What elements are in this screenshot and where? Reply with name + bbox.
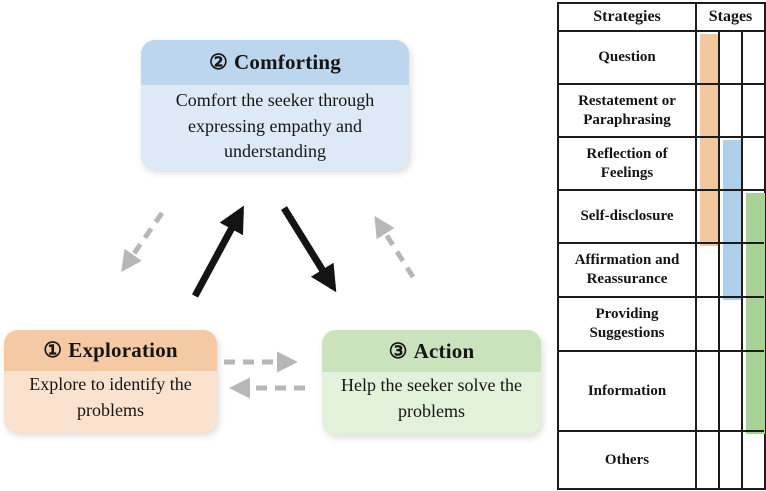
action-title: Action (413, 338, 475, 363)
stage-cell-exploration (697, 138, 720, 189)
comforting-title: Comforting (234, 50, 341, 74)
stage-cell-comforting (720, 244, 743, 296)
stage-cell-action (743, 32, 764, 83)
table-row-reflection: Reflection of Feelings (559, 138, 764, 191)
exploration-box-header: ① Exploration (4, 330, 217, 371)
strategies-header: Strategies (559, 4, 697, 30)
stage-cell-action (743, 244, 764, 296)
stage-cell-action (743, 85, 764, 136)
stage-cell-comforting (720, 352, 743, 430)
table-row-question: Question (559, 32, 764, 85)
stage-cell-comforting (720, 32, 743, 83)
stage-cell-action (743, 298, 764, 350)
stage-cell-comforting (720, 432, 743, 488)
stage-bar-exploration (700, 34, 720, 246)
stage-cell-action (743, 138, 764, 189)
strategy-label: Question (559, 32, 697, 83)
strategies-table: Strategies Stages Question Restatement o… (557, 2, 766, 490)
table-row-affirmation: Affirmation and Reassurance (559, 244, 764, 298)
strategy-label: Information (559, 352, 697, 430)
arrow-comforting-to-action (281, 206, 337, 293)
strategy-label: Providing Suggestions (559, 298, 697, 350)
stage-cell-exploration (697, 32, 720, 83)
table-row-restatement: Restatement or Paraphrasing (559, 85, 764, 138)
table-row-others: Others (559, 432, 764, 488)
stage-cell-action (743, 432, 764, 488)
arrow-exploration-to-comforting (191, 205, 245, 298)
strategy-label: Reflection of Feelings (559, 138, 697, 189)
exploration-title: Exploration (68, 338, 178, 362)
strategy-label: Self-disclosure (559, 191, 697, 242)
action-box-header: ③ Action (322, 330, 541, 372)
exploration-description: Explore to identify the problems (29, 374, 192, 420)
arrow-action-to-comforting-dashed (374, 215, 416, 279)
comforting-box-header: ② Comforting (141, 40, 409, 85)
exploration-box: ① Exploration Explore to identify the pr… (4, 330, 217, 433)
table-header-row: Strategies Stages (559, 4, 764, 32)
stage-bar-comforting (723, 140, 742, 300)
stage-cell-comforting (720, 298, 743, 350)
stage-cell-exploration (697, 432, 720, 488)
stage-cell-exploration (697, 85, 720, 136)
stage-cell-exploration (697, 298, 720, 350)
comforting-box: ② Comforting Comfort the seeker through … (141, 40, 409, 170)
stage-cell-exploration (697, 244, 720, 296)
stage-cell-exploration (697, 191, 720, 242)
stage-cell-comforting (720, 138, 743, 189)
stages-header: Stages (708, 8, 753, 25)
strategy-label: Others (559, 432, 697, 488)
stage-cell-exploration (697, 352, 720, 430)
comforting-number: ② (208, 50, 229, 74)
strategy-label: Restatement or Paraphrasing (559, 85, 697, 136)
strategy-label: Affirmation and Reassurance (559, 244, 697, 296)
arrow-comforting-to-exploration-dashed (121, 211, 165, 273)
stage-cell-action (743, 352, 764, 430)
stage-cell-action (743, 191, 764, 242)
table-row-information: Information (559, 352, 764, 432)
action-number: ③ (388, 338, 408, 363)
action-box: ③ Action Help the seeker solve the probl… (322, 330, 541, 435)
table-row-self-disclosure: Self-disclosure (559, 191, 764, 244)
stage-bar-action (746, 193, 765, 434)
stage-cell-comforting (720, 191, 743, 242)
action-description: Help the seeker solve the problems (341, 375, 522, 421)
table-row-providing-suggestions: Providing Suggestions (559, 298, 764, 352)
stage-cell-comforting (720, 85, 743, 136)
exploration-number: ① (43, 338, 63, 362)
comforting-description: Comfort the seeker through expressing em… (175, 90, 375, 162)
stages-diagram: ② Comforting Comfort the seeker through … (4, 40, 541, 435)
arrow-layer (121, 205, 416, 399)
